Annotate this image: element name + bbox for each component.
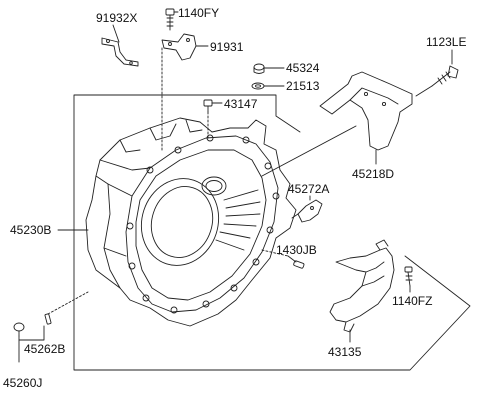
bolt-1123le-icon [431, 65, 459, 87]
assembly-frame [73, 94, 471, 371]
transmission-case-icon [85, 117, 297, 327]
leader-45262b [18, 325, 45, 341]
washer-21513-icon [251, 82, 265, 90]
leader-91932x [112, 24, 120, 43]
label-21513: 21513 [286, 79, 320, 93]
bracket-45218d-icon [319, 71, 413, 151]
assembly-frame-top-right [249, 94, 301, 133]
label-1140fz: 1140FZ [392, 294, 433, 308]
pin-1430jb-icon [293, 260, 305, 269]
label-91931: 91931 [210, 40, 244, 54]
plug-43147-icon [203, 99, 213, 113]
leader-1430jb [287, 255, 297, 263]
plug-45324-icon [253, 63, 265, 74]
label-43135: 43135 [328, 345, 362, 359]
leader-45218d-to-case [261, 125, 357, 177]
cap-45260j-icon [13, 322, 25, 337]
label-45272a: 45272A [288, 182, 330, 196]
leader-1123le-b [415, 85, 433, 97]
label-45260j: 45260J [3, 376, 43, 390]
label-45230b: 45230B [10, 223, 52, 237]
bolt-1140fy-icon [165, 8, 175, 31]
bracket-91931-icon [161, 33, 197, 61]
shield-43135-icon [329, 239, 395, 333]
bracket-91932x-icon [101, 37, 139, 67]
label-45218d: 45218D [352, 167, 395, 181]
label-91932x: 91932X [96, 11, 138, 25]
label-43147: 43147 [224, 97, 258, 111]
plug-45262b-icon [44, 313, 52, 325]
label-1140fy: 1140FY [178, 6, 220, 20]
label-1123le: 1123LE [426, 35, 467, 49]
sensor-45272a-icon [291, 199, 323, 223]
bolt-1140fz-icon [404, 266, 413, 287]
label-1430jb: 1430JB [276, 243, 317, 257]
leader-45262b-case [47, 291, 89, 315]
label-45324: 45324 [286, 61, 320, 75]
leader-1430jb-case [261, 249, 289, 257]
label-45262b: 45262B [24, 342, 66, 356]
